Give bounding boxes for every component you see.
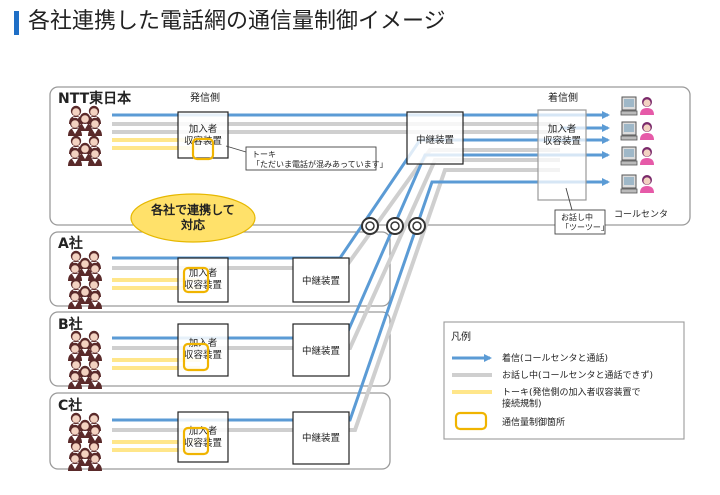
- control-point-marker: [182, 426, 210, 456]
- carrier-a-name: A社: [58, 235, 83, 252]
- ntt-callee-subscriber-equipment: [537, 109, 587, 201]
- carrier-b-relay-equipment: [292, 323, 350, 377]
- carrier-c-relay-equipment: [292, 411, 350, 465]
- talkie-callout: [245, 146, 377, 171]
- carrier-b-subscriber-equipment: [177, 323, 229, 377]
- talkie-callout-text: トーキ「ただいま電話が混みあっています」: [252, 150, 388, 169]
- ntt-callee-subscriber-equipment-label: 加入者収容装置: [543, 124, 581, 147]
- busy-line: [112, 168, 560, 432]
- junction-circle-icon: [361, 217, 379, 235]
- carrier-c-subscriber-equipment-label: 加入者収容装置: [184, 426, 222, 449]
- title-accent-bar: [14, 11, 19, 35]
- legend-title: 凡例: [451, 330, 471, 343]
- legend-incoming-label: 着信(コールセンタと通話): [502, 352, 608, 364]
- page-title: 各社連携した電話網の通信量制御イメージ: [28, 9, 446, 34]
- incoming-line: [112, 178, 610, 422]
- ntt-relay-equipment: [406, 111, 464, 165]
- legend-talkie-label: トーキ(発信側の加入者収容装置で接続規制): [502, 386, 641, 409]
- callee-side-label: 着信側: [548, 91, 578, 104]
- busy-callout: [554, 209, 606, 235]
- busy-callout-text: お話し中「ツーツー」: [561, 212, 609, 232]
- caller-side-label: 発信側: [190, 91, 220, 104]
- junction-circle-icon: [386, 217, 404, 235]
- legend-control-swatch: [454, 411, 488, 431]
- legend-control-label: 通信量制御箇所: [502, 416, 565, 428]
- carrier-b-name: B社: [58, 316, 83, 333]
- legend-box: [443, 321, 685, 440]
- ntt-subscriber-equipment: [177, 111, 229, 159]
- carrier-a-subscriber-equipment: [177, 257, 229, 303]
- busy-line: [112, 158, 560, 350]
- cooperation-badge: [130, 193, 256, 243]
- carrier-b-subscriber-equipment-label: 加入者収容装置: [184, 338, 222, 361]
- ntt-subscriber-equipment-label: 加入者収容装置: [184, 124, 222, 147]
- carrier-a-relay-equipment: [292, 257, 350, 303]
- control-point-marker: [191, 137, 215, 161]
- junction-circle-icon: [408, 217, 426, 235]
- legend-busy-label: お話し中(コールセンタと通話できず): [502, 369, 653, 381]
- carrier-a-relay-equipment-label: 中継装置: [302, 275, 340, 287]
- control-point-marker: [182, 342, 210, 372]
- ntt-name: NTT東日本: [58, 90, 132, 107]
- ntt-relay-equipment-label: 中継装置: [416, 134, 454, 146]
- control-point-marker: [182, 266, 210, 294]
- carrier-c-relay-equipment-label: 中継装置: [302, 432, 340, 444]
- carrier-b-relay-equipment-label: 中継装置: [302, 345, 340, 357]
- carrier-c-name: C社: [58, 397, 82, 414]
- call-center-label: コールセンタ: [614, 209, 668, 220]
- carrier-a-subscriber-equipment-label: 加入者収容装置: [184, 268, 222, 291]
- cooperation-label: 各社で連携して対応: [150, 202, 235, 232]
